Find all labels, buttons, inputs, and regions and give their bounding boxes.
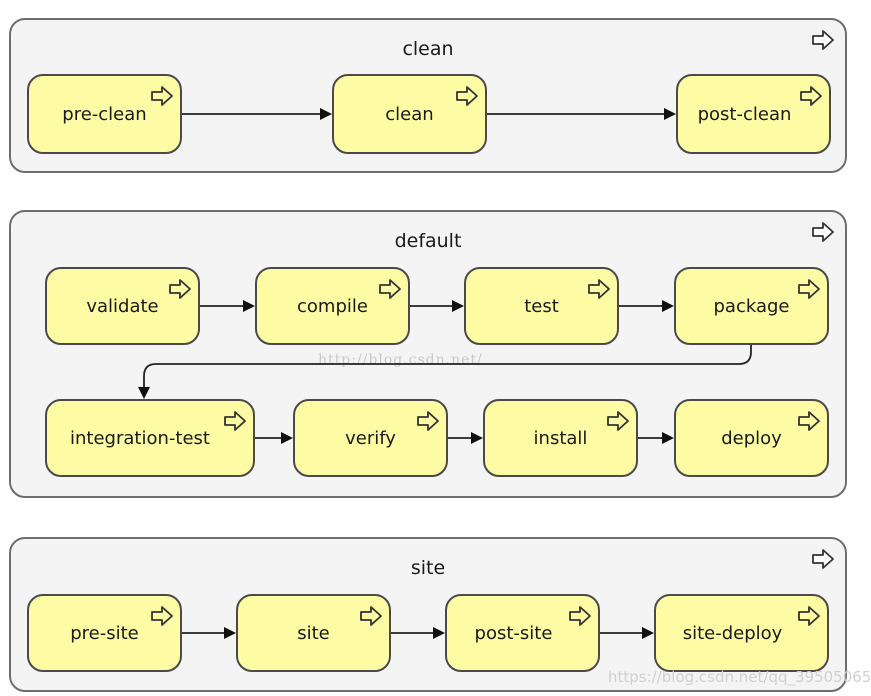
hollow-arrow-right-icon xyxy=(800,86,822,106)
hollow-arrow-right-icon xyxy=(360,606,382,626)
phase-clean[interactable]: clean xyxy=(332,74,487,154)
phase-post-site[interactable]: post-site xyxy=(445,594,600,672)
phase-label: compile xyxy=(297,295,368,317)
phase-label: package xyxy=(713,295,790,317)
phase-label: post-site xyxy=(474,622,553,644)
phase-label: verify xyxy=(345,427,396,449)
phase-install[interactable]: install xyxy=(483,399,638,477)
hollow-arrow-right-icon xyxy=(812,549,834,569)
phase-label: validate xyxy=(86,295,159,317)
hollow-arrow-right-icon xyxy=(569,606,591,626)
hollow-arrow-right-icon xyxy=(812,222,834,242)
hollow-arrow-right-icon xyxy=(151,86,173,106)
hollow-arrow-right-icon xyxy=(798,606,820,626)
hollow-arrow-right-icon xyxy=(798,411,820,431)
phase-label: site xyxy=(297,622,330,644)
phase-label: integration-test xyxy=(70,427,210,449)
phase-label: deploy xyxy=(721,427,782,449)
hollow-arrow-right-icon xyxy=(169,279,191,299)
phase-label: pre-clean xyxy=(62,103,147,125)
hollow-arrow-right-icon xyxy=(798,279,820,299)
hollow-arrow-right-icon xyxy=(417,411,439,431)
hollow-arrow-right-icon xyxy=(607,411,629,431)
hollow-arrow-right-icon xyxy=(379,279,401,299)
phase-test[interactable]: test xyxy=(464,267,619,345)
hollow-arrow-right-icon xyxy=(588,279,610,299)
phase-package[interactable]: package xyxy=(674,267,829,345)
connector-package-to-integration-test xyxy=(138,345,752,399)
phase-site-deploy[interactable]: site-deploy xyxy=(654,594,829,672)
phase-label: pre-site xyxy=(70,622,139,644)
phase-deploy[interactable]: deploy xyxy=(674,399,829,477)
hollow-arrow-right-icon xyxy=(812,30,834,50)
hollow-arrow-right-icon xyxy=(151,606,173,626)
phase-site[interactable]: site xyxy=(236,594,391,672)
lifecycle-title: clean xyxy=(402,38,454,60)
phase-label: install xyxy=(533,427,588,449)
lifecycle-title: default xyxy=(394,230,462,252)
phase-compile[interactable]: compile xyxy=(255,267,410,345)
phase-label: test xyxy=(524,295,559,317)
phase-pre-clean[interactable]: pre-clean xyxy=(27,74,182,154)
lifecycle-title: site xyxy=(410,557,446,579)
hollow-arrow-right-icon xyxy=(456,86,478,106)
phase-verify[interactable]: verify xyxy=(293,399,448,477)
phase-label: post-clean xyxy=(697,103,792,125)
phase-pre-site[interactable]: pre-site xyxy=(27,594,182,672)
hollow-arrow-right-icon xyxy=(224,411,246,431)
phase-label: clean xyxy=(385,103,434,125)
phase-integration-test[interactable]: integration-test xyxy=(45,399,255,477)
watermark-bottom: https://blog.csdn.net/qq_39505065 xyxy=(608,668,871,686)
phase-post-clean[interactable]: post-clean xyxy=(676,74,831,154)
phase-validate[interactable]: validate xyxy=(45,267,200,345)
phase-label: site-deploy xyxy=(682,622,783,644)
